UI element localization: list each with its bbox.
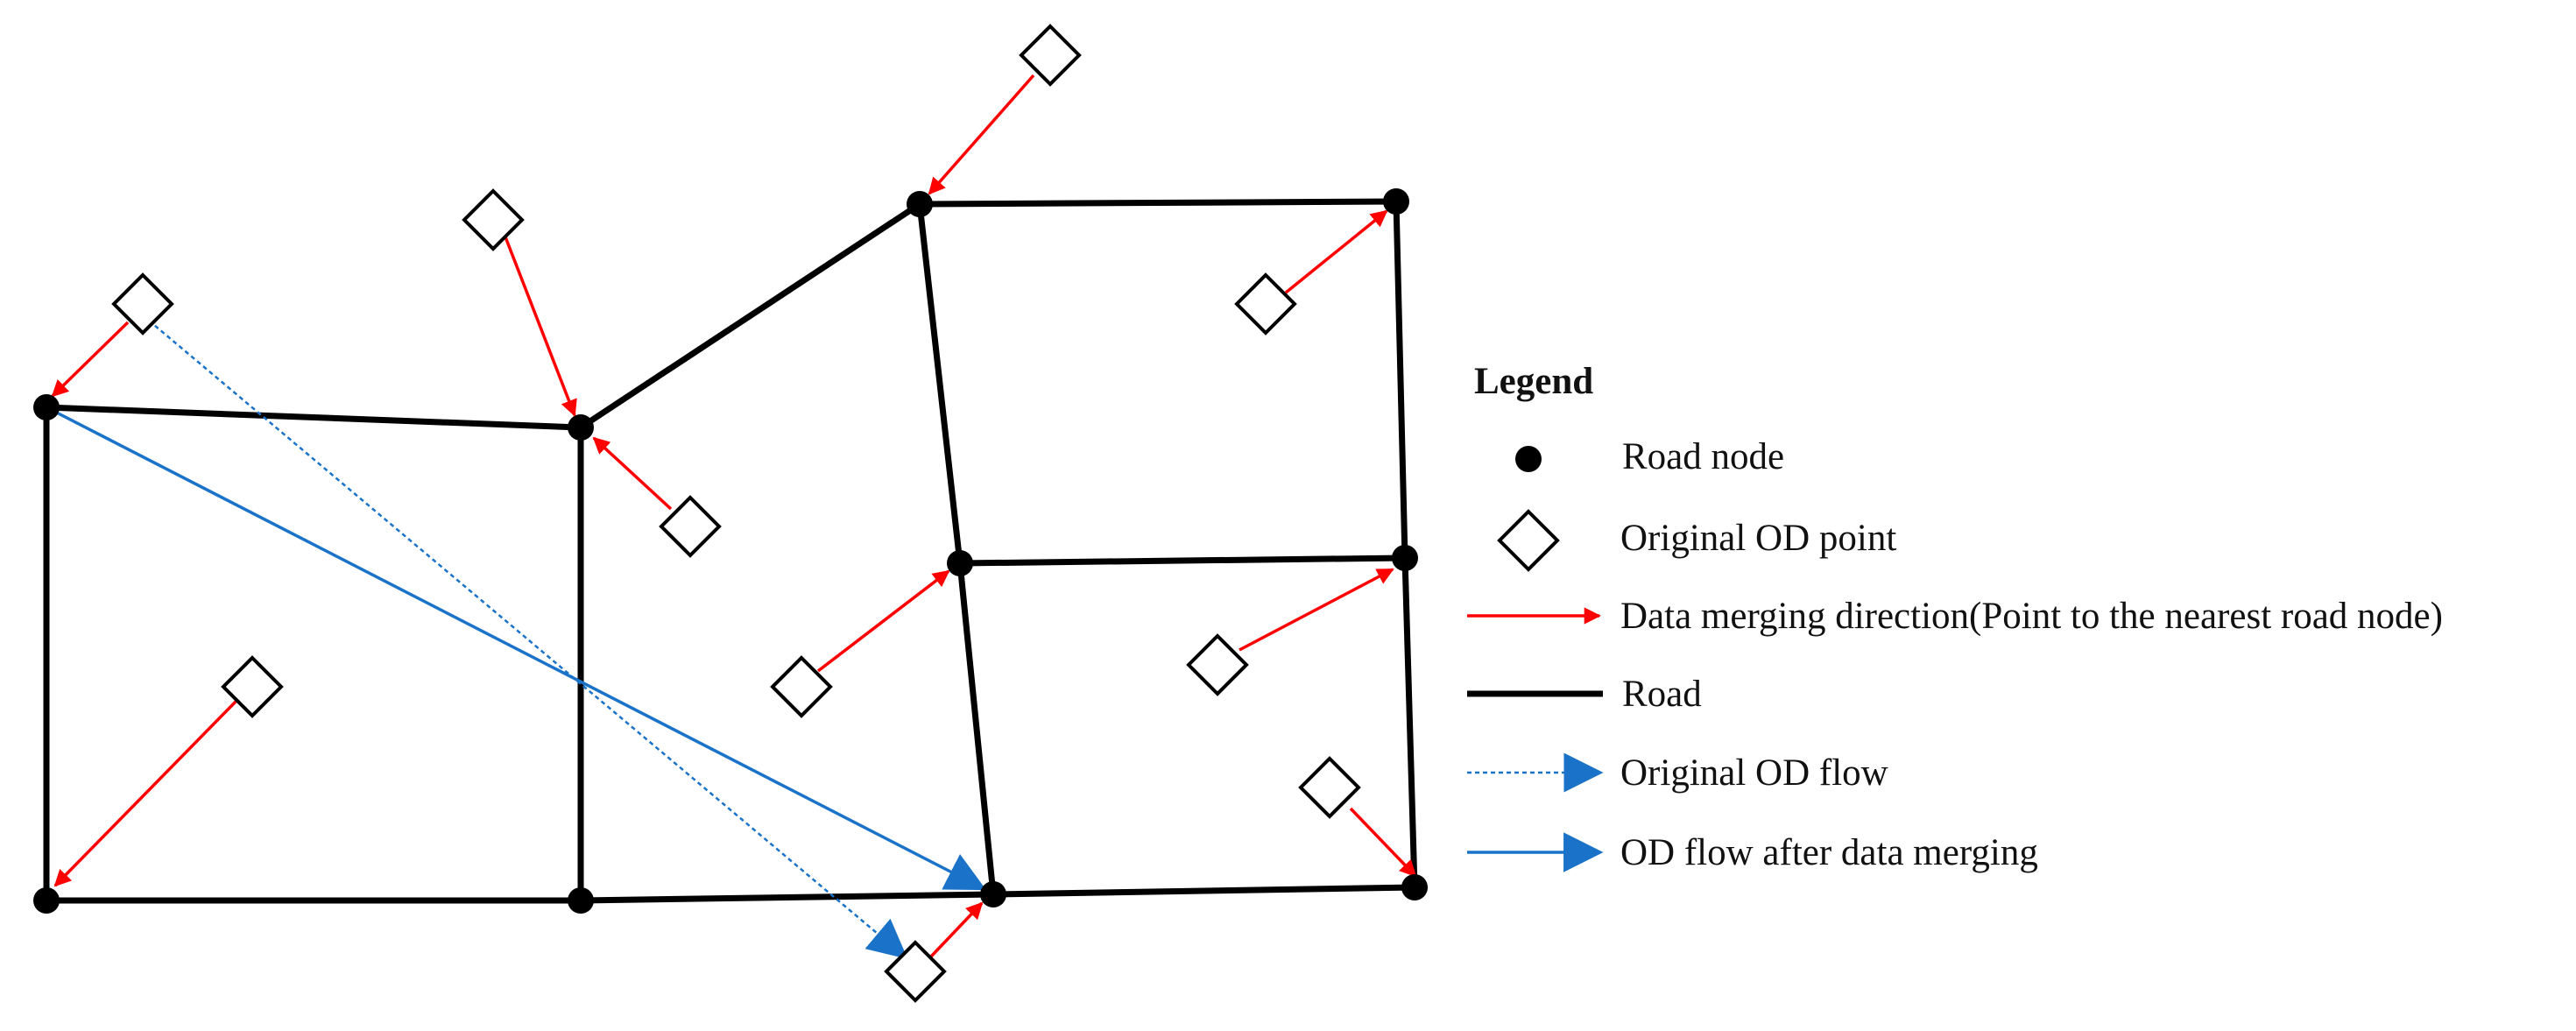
od-point-legend-icon bbox=[1497, 509, 1560, 572]
merge-arrow bbox=[1284, 209, 1388, 294]
od-point-icon bbox=[111, 272, 174, 335]
road-segment bbox=[1401, 554, 1418, 891]
legend-label-merge-direction: Data merging direction(Point to the near… bbox=[1620, 596, 2443, 637]
road-node bbox=[1383, 188, 1409, 215]
legend-label-original-flow: Original OD flow bbox=[1620, 752, 1888, 794]
od-points bbox=[111, 24, 1361, 1003]
legend-label-od-point: Original OD point bbox=[1620, 518, 1896, 559]
road-node bbox=[33, 887, 60, 914]
legend-label-merged-flow: OD flow after data merging bbox=[1620, 832, 2038, 873]
road-node bbox=[980, 881, 1006, 907]
od-point-icon bbox=[1186, 633, 1249, 696]
merge-arrow bbox=[503, 234, 577, 417]
merge-arrows bbox=[51, 74, 1417, 959]
original-od-flow bbox=[148, 320, 908, 959]
od-point-icon bbox=[221, 655, 284, 718]
merge-arrow bbox=[928, 74, 1035, 195]
road-node bbox=[568, 887, 594, 914]
od-point-icon bbox=[770, 655, 833, 718]
od-point-icon bbox=[1019, 24, 1082, 87]
road-segment bbox=[990, 884, 1418, 898]
merge-arrow bbox=[51, 321, 130, 398]
merge-arrow bbox=[816, 569, 950, 673]
road-node bbox=[1401, 874, 1428, 900]
legend-title: Legend bbox=[1474, 361, 1593, 402]
road-node bbox=[947, 550, 973, 576]
road-segment bbox=[916, 201, 963, 567]
merge-arrow bbox=[53, 699, 238, 887]
road-segment bbox=[577, 201, 923, 431]
merge-arrow bbox=[1349, 807, 1417, 878]
od-point-icon bbox=[462, 188, 525, 251]
road-segment bbox=[43, 404, 584, 431]
road-segment bbox=[956, 554, 1408, 567]
road-node bbox=[1392, 545, 1418, 571]
legend: Legend Road node Original OD point Data … bbox=[1467, 361, 2443, 873]
road-segment bbox=[577, 891, 997, 904]
od-point-icon bbox=[659, 495, 722, 558]
road-node bbox=[33, 394, 60, 420]
merged-od-flow bbox=[46, 406, 987, 891]
road-node bbox=[907, 191, 933, 217]
od-point-icon bbox=[1298, 756, 1361, 819]
road-segment bbox=[956, 560, 997, 898]
road-segment bbox=[916, 198, 1400, 208]
legend-label-road-node: Road node bbox=[1622, 436, 1784, 477]
roads bbox=[43, 198, 1418, 904]
od-point-icon bbox=[884, 940, 947, 1003]
merge-arrow bbox=[592, 436, 673, 511]
road-segment bbox=[1393, 198, 1408, 561]
legend-label-road: Road bbox=[1622, 674, 1702, 715]
road-node-legend-icon bbox=[1515, 446, 1542, 472]
merge-arrow bbox=[928, 901, 984, 959]
merge-arrow bbox=[1239, 568, 1394, 652]
road-nodes bbox=[33, 188, 1428, 914]
road-node bbox=[568, 414, 594, 441]
od-point-icon bbox=[1234, 272, 1297, 335]
